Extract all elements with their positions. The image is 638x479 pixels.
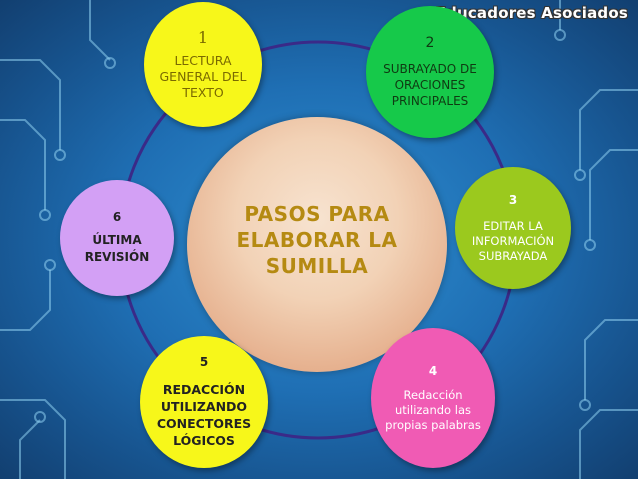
step-number: 2	[425, 35, 435, 51]
center-title: PASOS PARA ELABORAR LA SUMILLA	[236, 201, 398, 278]
step-label: ÚLTIMA REVISIÓN	[84, 233, 150, 264]
step-label: EDITAR LA INFORMACIÓN SUBRAYADA	[471, 218, 555, 263]
step-5-bubble: 5 REDACCIÓN UTILIZANDO CONECTORES LÓGICO…	[140, 336, 268, 468]
step-2-bubble: 2 SUBRAYADO DE ORACIONES PRINCIPALES	[366, 6, 494, 138]
center-circle: PASOS PARA ELABORAR LA SUMILLA	[187, 117, 447, 372]
step-4-bubble: 4 Redacción utilizando las propias palab…	[371, 328, 495, 468]
step-label: LECTURA GENERAL DEL TEXTO	[159, 53, 247, 100]
step-1-bubble: 1 LECTURA GENERAL DEL TEXTO	[144, 2, 262, 127]
step-number: 6	[112, 210, 122, 224]
step-label: Redacción utilizando las propias palabra…	[385, 387, 481, 432]
step-3-bubble: 3 EDITAR LA INFORMACIÓN SUBRAYADA	[455, 167, 571, 289]
step-number: 1	[197, 28, 209, 47]
step-number: 3	[508, 192, 518, 207]
step-6-bubble: 6 ÚLTIMA REVISIÓN	[60, 180, 174, 296]
step-label: SUBRAYADO DE ORACIONES PRINCIPALES	[383, 62, 477, 108]
step-number: 4	[428, 363, 438, 378]
step-label: REDACCIÓN UTILIZANDO CONECTORES LÓGICOS	[156, 382, 252, 448]
step-number: 5	[199, 355, 209, 369]
watermark-text: Educadores Asociados	[435, 4, 628, 22]
